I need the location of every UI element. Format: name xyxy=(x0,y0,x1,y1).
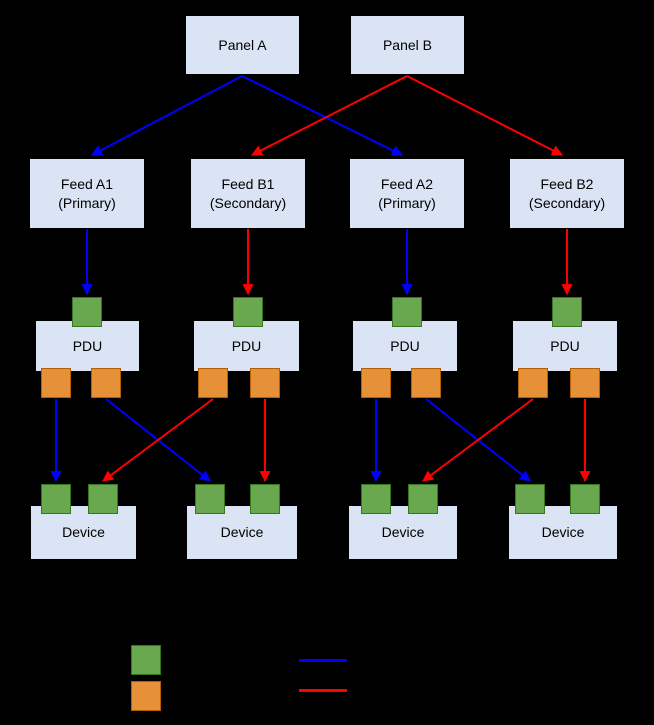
device3-input-port-2-icon xyxy=(408,484,438,514)
edge-red xyxy=(102,398,214,482)
device1-input-port-2-icon xyxy=(88,484,118,514)
pdu4-output-port-1-icon xyxy=(518,368,548,398)
pdu4-output-port-2-icon xyxy=(570,368,600,398)
node-feed-b2: Feed B2 (Secondary) xyxy=(509,158,625,229)
legend-red-line-icon xyxy=(299,689,347,692)
node-panel-b: Panel B xyxy=(350,15,465,75)
edge-blue xyxy=(241,75,403,156)
pdu2-output-port-2-icon xyxy=(250,368,280,398)
pdu1-output-port-1-icon xyxy=(41,368,71,398)
node-feed-b1: Feed B1 (Secondary) xyxy=(190,158,306,229)
pdu2-input-port-icon xyxy=(233,297,263,327)
node-device-1: Device xyxy=(30,505,137,560)
device3-input-port-1-icon xyxy=(361,484,391,514)
pdu1-input-port-icon xyxy=(72,297,102,327)
device2-input-port-2-icon xyxy=(250,484,280,514)
edge-blue xyxy=(105,398,211,482)
pdu2-output-port-1-icon xyxy=(198,368,228,398)
pdu3-input-port-icon xyxy=(392,297,422,327)
node-device-4: Device xyxy=(508,505,618,560)
pdu4-input-port-icon xyxy=(552,297,582,327)
node-feed-a1: Feed A1 (Primary) xyxy=(29,158,145,229)
edge-red xyxy=(422,398,534,482)
device4-input-port-2-icon xyxy=(570,484,600,514)
node-pdu-4: PDU xyxy=(512,320,618,372)
node-device-3: Device xyxy=(348,505,458,560)
legend-blue-line-icon xyxy=(299,659,347,662)
node-pdu-3: PDU xyxy=(352,320,458,372)
device4-input-port-1-icon xyxy=(515,484,545,514)
node-feed-a2: Feed A2 (Primary) xyxy=(349,158,465,229)
pdu1-output-port-2-icon xyxy=(91,368,121,398)
node-device-2: Device xyxy=(186,505,298,560)
device1-input-port-1-icon xyxy=(41,484,71,514)
node-pdu-2: PDU xyxy=(193,320,300,372)
pdu3-output-port-1-icon xyxy=(361,368,391,398)
edge-blue xyxy=(91,75,243,156)
node-panel-a: Panel A xyxy=(185,15,300,75)
legend-green-port-swatch-icon xyxy=(131,645,161,675)
edge-red xyxy=(406,75,563,156)
legend-orange-port-swatch-icon xyxy=(131,681,161,711)
edge-blue xyxy=(425,398,531,482)
pdu3-output-port-2-icon xyxy=(411,368,441,398)
device2-input-port-1-icon xyxy=(195,484,225,514)
edge-red xyxy=(251,75,408,156)
node-pdu-1: PDU xyxy=(35,320,140,372)
